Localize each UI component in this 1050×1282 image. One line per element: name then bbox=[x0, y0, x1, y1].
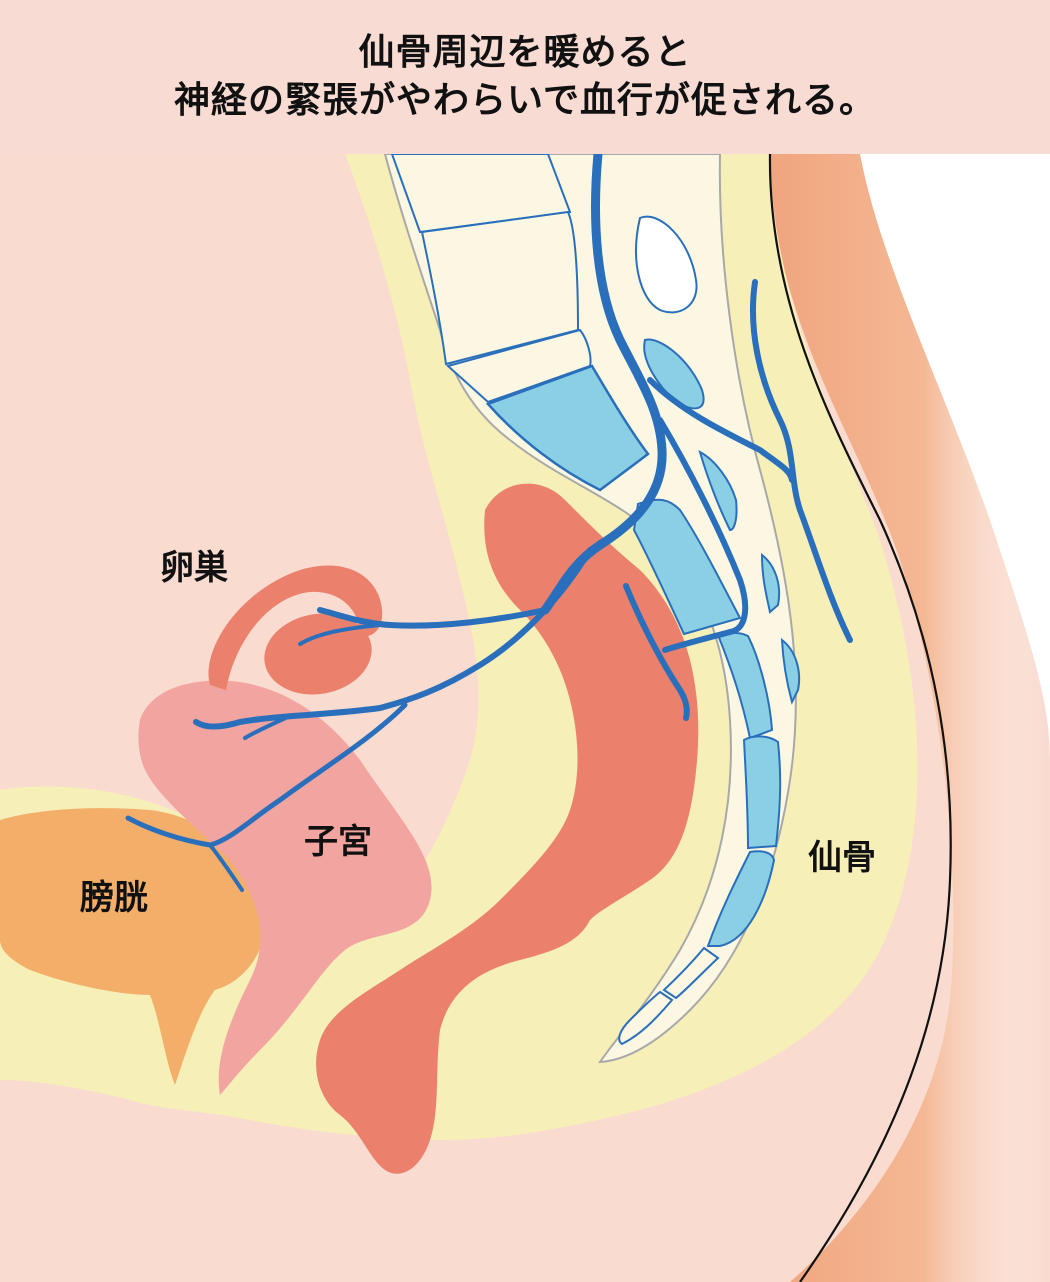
nerve-to-bladder bbox=[125, 702, 408, 848]
title-line-1: 仙骨周辺を暖めると bbox=[358, 32, 692, 73]
spinal-process-white bbox=[635, 215, 698, 314]
coccyx-segment-2 bbox=[618, 990, 674, 1046]
ovary bbox=[264, 613, 372, 695]
nerve-network bbox=[125, 154, 853, 892]
nerve-branch-posterior bbox=[647, 377, 795, 483]
sacral-vertebra-1 bbox=[485, 364, 650, 492]
spinal-process-blue-1 bbox=[643, 338, 705, 410]
title-banner: 仙骨周辺を暖めると 神経の緊張がやわらいで血行が促される。 bbox=[0, 0, 1050, 154]
nerve-right-long bbox=[750, 279, 853, 643]
lumbar-vertebra-2 bbox=[420, 210, 580, 366]
coccyx-segment-1 bbox=[662, 946, 720, 1000]
sacral-vertebra-2 bbox=[632, 498, 742, 636]
nerve-uterus-tip bbox=[243, 714, 292, 740]
uterus bbox=[138, 680, 432, 1095]
pelvis-cross-section-diagram bbox=[0, 154, 1050, 1282]
nerve-to-uterus bbox=[193, 547, 593, 730]
spinal-process-blue-3 bbox=[760, 552, 781, 614]
nerve-to-ovary-tip bbox=[298, 623, 382, 646]
bladder bbox=[0, 808, 267, 1085]
rectum bbox=[316, 483, 699, 1174]
nerve-bladder-tip bbox=[208, 843, 244, 892]
back-outline bbox=[768, 154, 952, 1282]
label-bladder: 膀胱 bbox=[80, 878, 148, 918]
fallopian-tube bbox=[208, 565, 383, 690]
sacral-vertebra-3 bbox=[716, 631, 774, 740]
spinal-process-blue-4 bbox=[780, 637, 801, 705]
sacral-vertebra-5 bbox=[706, 850, 776, 947]
nerve-middle-long bbox=[657, 417, 749, 653]
label-sacrum: 仙骨 bbox=[808, 838, 876, 878]
label-uterus: 子宮 bbox=[304, 822, 372, 862]
nerve-rectum bbox=[623, 583, 690, 721]
lumbar-vertebra-1 bbox=[390, 154, 572, 234]
white-edge-region bbox=[860, 154, 1050, 760]
title-line-2: 神経の緊張がやわらいで血行が促される。 bbox=[174, 80, 876, 121]
sacral-vertebra-4 bbox=[742, 735, 782, 850]
label-ovary: 卵巣 bbox=[160, 548, 228, 588]
nerve-to-ovary bbox=[317, 607, 548, 629]
spinal-process-blue-2 bbox=[698, 450, 738, 532]
